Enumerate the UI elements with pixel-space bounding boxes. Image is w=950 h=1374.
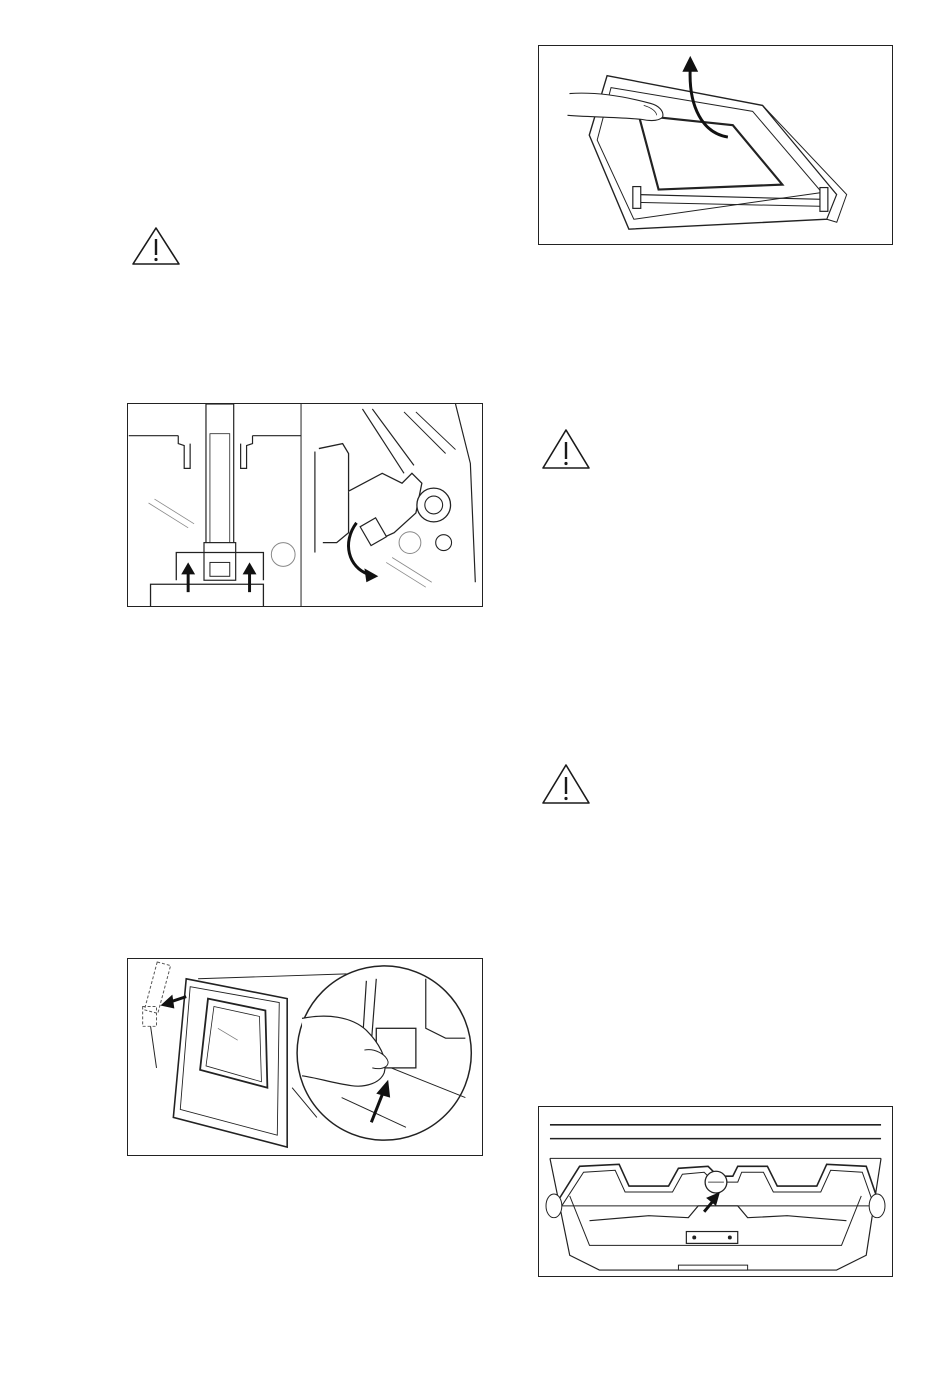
- warning-triangle-icon: [131, 226, 181, 266]
- oven-door-lift-illustration: [539, 46, 892, 244]
- warning-triangle-icon: [541, 428, 591, 470]
- door-glass-panel-removal-figure: [127, 958, 483, 1156]
- warning-triangle-icon: [541, 763, 591, 805]
- oven-door-lift-figure: [538, 45, 893, 245]
- door-hinge-detail-figure: [127, 403, 483, 607]
- door-glass-panel-removal-illustration: [128, 959, 482, 1155]
- grill-element-cavity-figure: [538, 1106, 893, 1277]
- grill-element-cavity-illustration: [539, 1107, 892, 1276]
- door-hinge-detail-illustration: [128, 404, 482, 606]
